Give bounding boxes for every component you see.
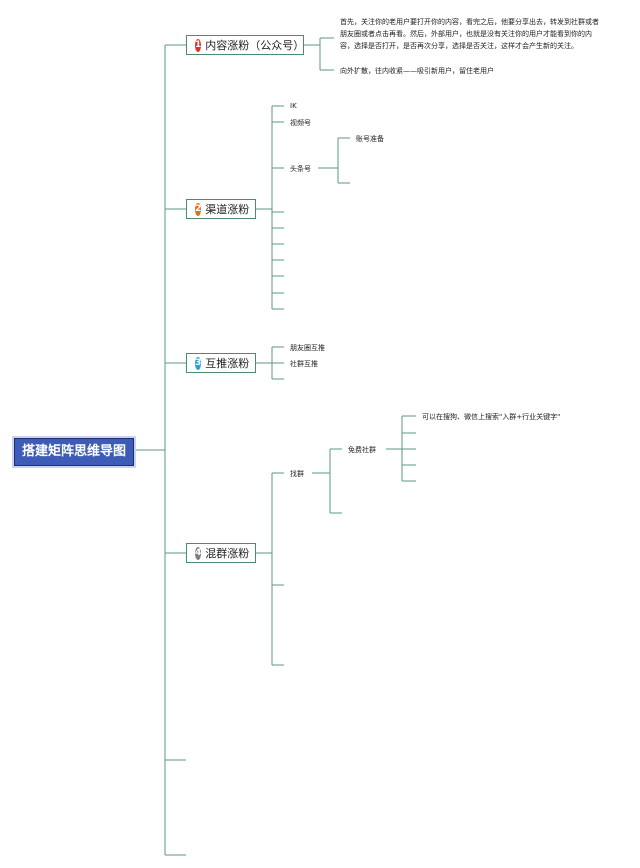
branch-channel-growth[interactable]: 2 渠道涨粉 — [186, 199, 256, 219]
number-4-badge: 4 — [195, 546, 202, 560]
branch-mutual-promo[interactable]: 3 互推涨粉 — [186, 353, 256, 373]
number-3-badge: 3 — [195, 356, 202, 370]
topic-group-promo[interactable]: 社群互推 — [290, 360, 318, 368]
root-topic[interactable]: 搭建矩阵思维导图 — [14, 438, 134, 466]
topic-account-prep[interactable]: 账号准备 — [356, 135, 384, 143]
note-text: 向外扩散，往内收紧——吸引新用户，留住老用户 — [340, 67, 494, 75]
branch-label: 互推涨粉 — [205, 357, 250, 370]
topic-search-tip[interactable]: 可以在搜狗、微信上搜索"入群+行业关键字" — [422, 413, 561, 421]
number-2-badge: 2 — [195, 202, 202, 216]
topic-video-account[interactable]: 视频号 — [290, 119, 311, 127]
note-text: 首先，关注你的老用户要打开你的内容，看完之后，他要分享出去，转发到社群或者朋友圈… — [340, 18, 599, 50]
branch-group-growth[interactable]: 4 混群涨粉 — [186, 543, 256, 563]
number-1-badge: 1 — [195, 38, 202, 52]
topic-moments-promo[interactable]: 朋友圈互推 — [290, 344, 325, 352]
topic-ik[interactable]: IK — [290, 102, 297, 110]
branch-label: 混群涨粉 — [205, 547, 250, 560]
topic-free-group[interactable]: 免费社群 — [348, 446, 376, 454]
topic-toutiao-account[interactable]: 头条号 — [290, 165, 311, 173]
branch-label: 内容涨粉（公众号） — [205, 39, 305, 52]
topic-find-group[interactable]: 找群 — [290, 470, 304, 478]
branch-label: 渠道涨粉 — [205, 203, 250, 216]
branch-content-growth[interactable]: 1 内容涨粉（公众号） — [186, 35, 304, 55]
